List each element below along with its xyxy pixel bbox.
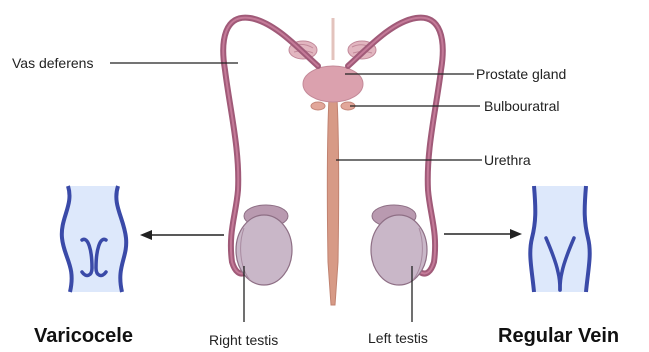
caption-regular-vein: Regular Vein (498, 325, 619, 347)
label-vas-deferens: Vas deferens (12, 55, 93, 71)
label-bulbouratral: Bulbouratral (484, 98, 560, 114)
arrow-to-varicocele (140, 230, 224, 240)
label-right-testis: Right testis (209, 332, 278, 348)
caption-varicocele: Varicocele (34, 325, 133, 347)
label-urethra: Urethra (484, 152, 531, 168)
label-prostate-gland: Prostate gland (476, 66, 566, 82)
varicocele-vein-icon (62, 186, 126, 292)
left-testis (371, 205, 427, 285)
arrow-to-regular-vein (444, 229, 522, 239)
prostate-gland (303, 66, 363, 102)
regular-vein-icon (530, 186, 589, 292)
urethra (327, 18, 338, 305)
label-left-testis: Left testis (368, 330, 428, 346)
